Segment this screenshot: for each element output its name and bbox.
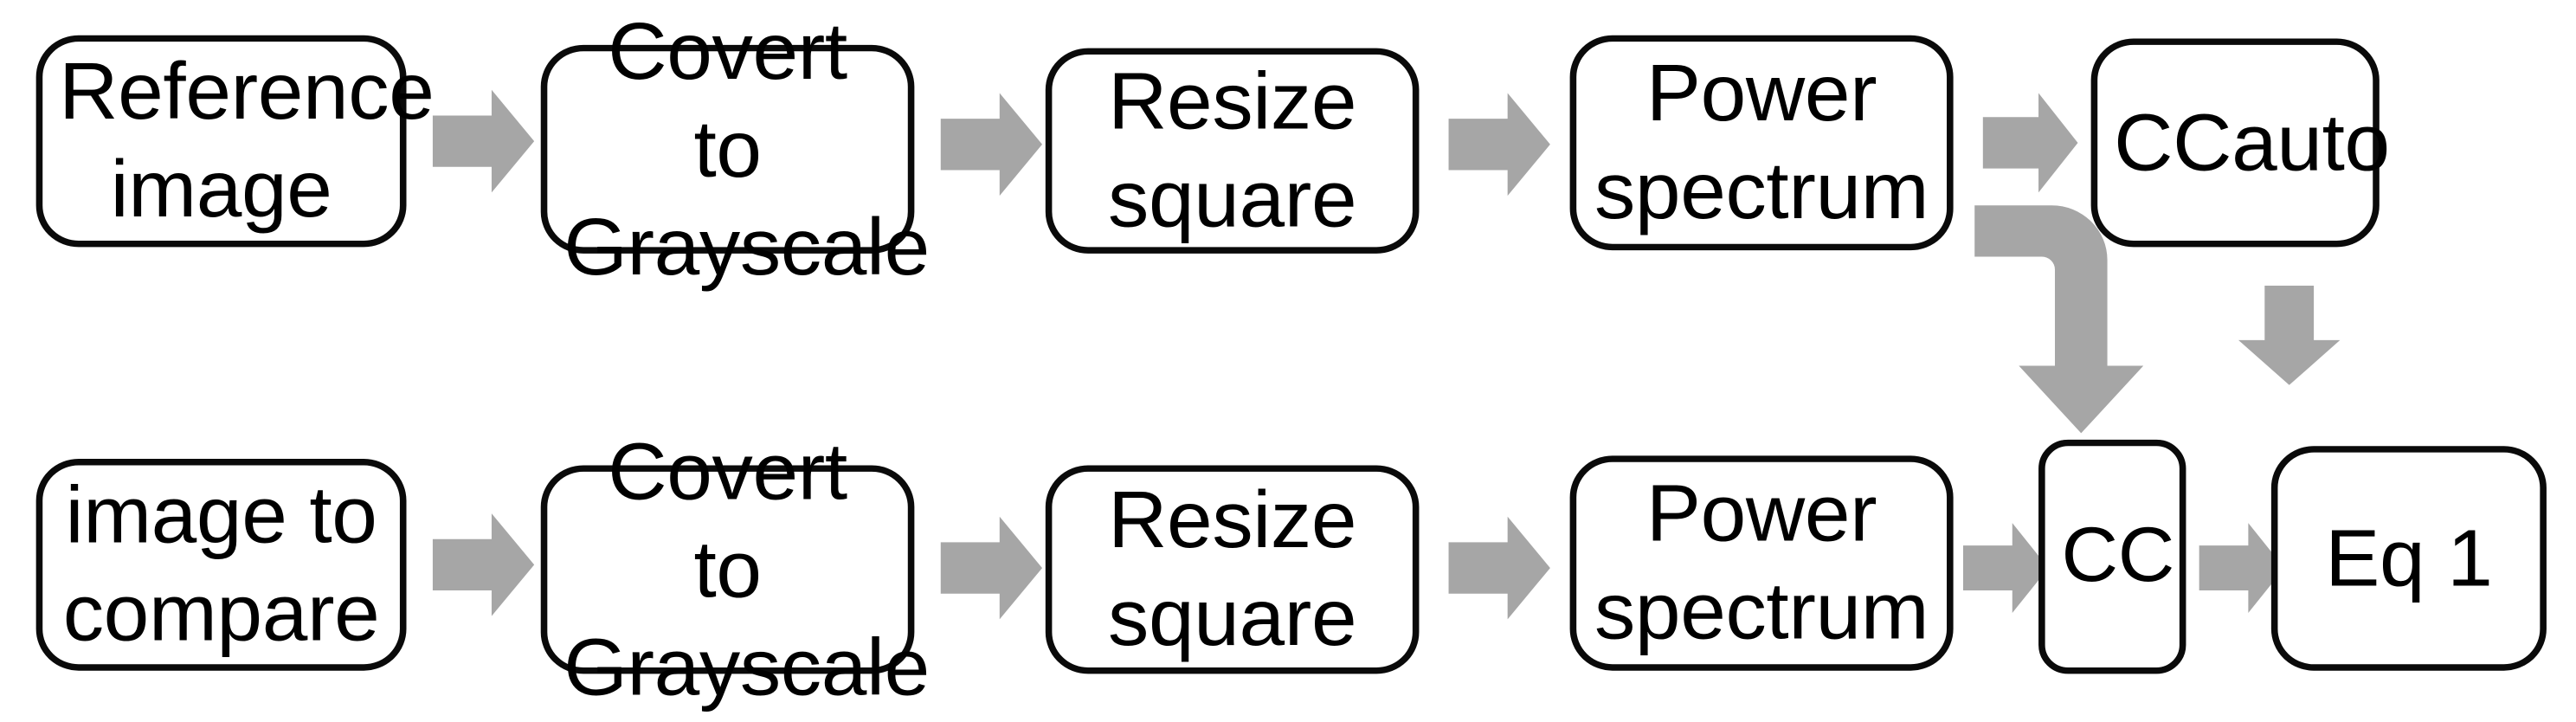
node-resize-square-reference[interactable]: Resize square (1045, 48, 1420, 254)
arrow-resize-to-power-reference (1448, 93, 1550, 197)
node-image-to-compare[interactable]: image to compare (35, 459, 407, 671)
arrow-power-to-ccauto (1982, 93, 2078, 193)
node-power-spectrum-compare[interactable]: Power spectrum (1569, 455, 1954, 671)
node-cc[interactable]: CC (2038, 439, 2186, 674)
node-ccauto[interactable]: CCauto (2090, 38, 2390, 248)
arrow-power-to-cc (1962, 523, 2049, 613)
node-label: Reference image (59, 46, 435, 235)
arrow-power-spectrum-to-cc-bent (1967, 199, 2144, 434)
arrow-ccauto-to-eq1 (2238, 285, 2341, 385)
node-eq-1[interactable]: Eq 1 (2270, 446, 2547, 671)
node-label: Resize square (1108, 474, 1357, 663)
arrow-reference-to-grayscale (432, 89, 535, 193)
node-label: Power spectrum (1594, 48, 1929, 236)
node-covert-grayscale-compare[interactable]: Covert to Grayscale (540, 426, 930, 712)
node-label: Power spectrum (1594, 468, 1929, 657)
arrow-compare-to-grayscale (432, 513, 535, 616)
node-label: image to compare (62, 470, 380, 658)
node-resize-square-compare[interactable]: Resize square (1045, 465, 1420, 674)
node-label: CCauto (2114, 97, 2390, 187)
arrow-grayscale-to-resize-compare (940, 516, 1043, 620)
node-reference-image[interactable]: Reference image (35, 35, 435, 248)
node-label: CC (2061, 512, 2175, 598)
node-label: Covert to Grayscale (564, 5, 930, 292)
arrow-grayscale-to-resize-reference (940, 93, 1043, 197)
arrow-cc-to-eq1 (2199, 523, 2285, 613)
node-label: Resize square (1108, 55, 1357, 244)
node-covert-grayscale-reference[interactable]: Covert to Grayscale (540, 5, 930, 291)
arrow-resize-to-power-compare (1448, 516, 1550, 620)
node-label: Eq 1 (2325, 512, 2493, 603)
node-power-spectrum-reference[interactable]: Power spectrum (1569, 35, 1954, 251)
node-label: Covert to Grayscale (564, 426, 930, 712)
